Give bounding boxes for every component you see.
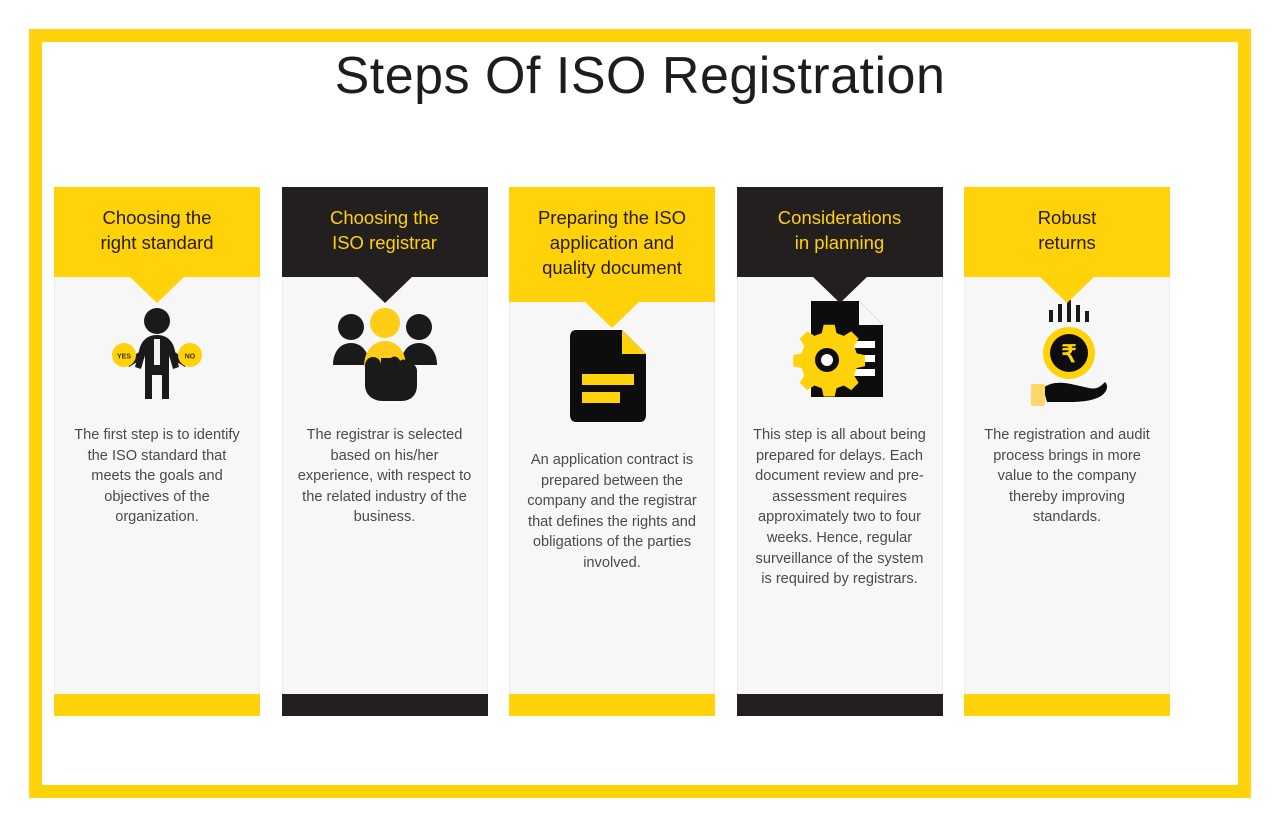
- svg-text:NO: NO: [185, 354, 196, 361]
- step-card-2[interactable]: Choosing the ISO registrar The: [281, 187, 488, 716]
- step-card-1-header: Choosing the right standard: [54, 187, 260, 303]
- step-card-2-description: The registrar is selected based on his/h…: [297, 427, 472, 526]
- step-card-5-pointer: [1039, 276, 1095, 303]
- step-card-3-description: An application contract is prepared betw…: [527, 452, 697, 571]
- step-card-4-heading-line-2: in planning: [794, 232, 885, 253]
- step-card-1-footer-bar: [54, 694, 260, 716]
- step-card-5-footer-bar: [964, 694, 1170, 716]
- step-card-2-heading-line-1: Choosing the: [329, 207, 440, 228]
- step-card-4-header: Considerations in planning: [736, 187, 943, 303]
- step-card-5-heading-line-1: Robust: [1037, 207, 1097, 228]
- step-card-1-pointer: [129, 276, 185, 303]
- step-card-2-heading-line-2: ISO registrar: [332, 232, 437, 253]
- step-card-4-description: This step is all about being prepared fo…: [753, 427, 926, 588]
- step-card-3-footer-bar: [509, 694, 715, 716]
- step-card-1-heading-line-1: Choosing the: [102, 207, 212, 228]
- step-card-5-body: ₹ The registration and audit process bri…: [964, 277, 1170, 694]
- rupee-coin-hand-growth-icon: ₹: [971, 277, 1163, 425]
- step-card-3-header: Preparing the ISO application and qualit…: [509, 187, 715, 328]
- step-card-1[interactable]: Choosing the right standard YES NO: [54, 187, 260, 716]
- step-card-5[interactable]: Robust returns ₹: [964, 187, 1170, 716]
- step-card-5-heading-line-2: returns: [1038, 232, 1096, 253]
- step-card-3-body: An application contract is prepared betw…: [509, 302, 715, 694]
- step-card-1-body: YES NO The first step is to identify the…: [54, 277, 260, 694]
- step-card-3-heading-line-2: application and: [549, 232, 675, 253]
- step-card-3-pointer: [584, 301, 640, 328]
- step-card-1-description: The first step is to identify the ISO st…: [74, 427, 240, 526]
- svg-text:₹: ₹: [1061, 341, 1076, 368]
- step-card-4-heading-line-1: Considerations: [777, 207, 902, 228]
- step-card-2-body: The registrar is selected based on his/h…: [281, 277, 488, 694]
- page-title: Steps Of ISO Registration: [334, 47, 946, 105]
- step-card-4-footer-bar: [736, 694, 943, 716]
- step-card-4-pointer: [811, 276, 868, 303]
- step-card-2-pointer: [356, 276, 413, 303]
- step-card-1-heading-line-2: right standard: [100, 232, 214, 253]
- step-card-2-footer-bar: [281, 694, 488, 716]
- document-gear-icon: [744, 277, 936, 425]
- people-selection-hand-icon: [289, 277, 481, 425]
- step-card-3-heading-line-1: Preparing the ISO: [537, 207, 687, 228]
- step-card-3[interactable]: Preparing the ISO application and qualit…: [509, 187, 715, 716]
- step-card-3-heading-line-3: quality document: [542, 257, 682, 278]
- step-card-4[interactable]: Considerations in planning: [736, 187, 943, 716]
- step-card-5-description: The registration and audit process bring…: [984, 427, 1150, 526]
- steps-container: Choosing the right standard YES NO: [54, 187, 1170, 716]
- person-yes-no-icon: YES NO: [61, 277, 253, 425]
- step-card-2-header: Choosing the ISO registrar: [281, 187, 488, 303]
- step-card-5-header: Robust returns: [964, 187, 1170, 303]
- document-icon: [516, 302, 708, 450]
- step-card-4-body: This step is all about being prepared fo…: [736, 277, 943, 694]
- svg-text:YES: YES: [117, 354, 131, 361]
